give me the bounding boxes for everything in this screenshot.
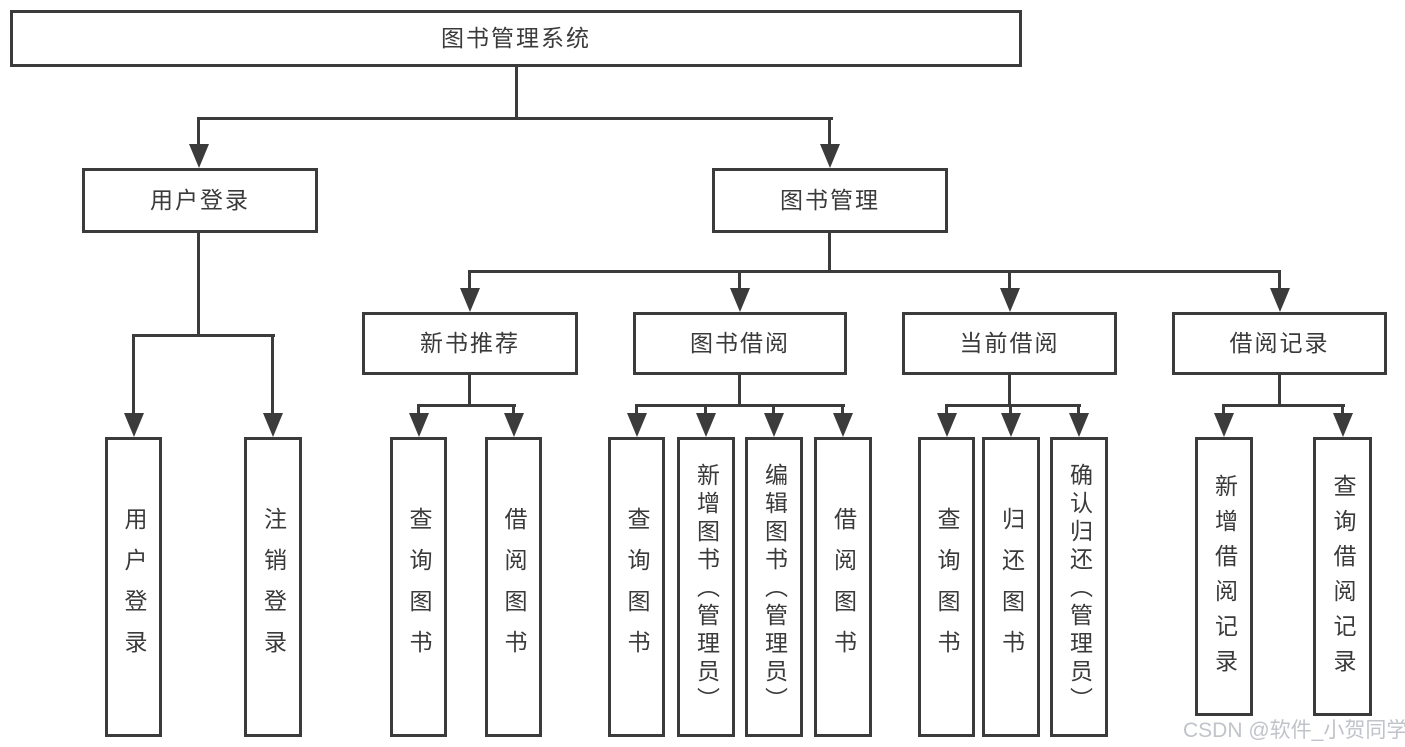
arrowhead-down-icon <box>820 144 840 168</box>
arrowhead-down-icon <box>409 413 429 437</box>
leaf-return-book: 归还图书 <box>982 437 1040 737</box>
node-label: 图书借阅 <box>690 330 790 356</box>
connector-leaf-stem <box>417 407 420 415</box>
leaf-label: 确认归还（管理员） <box>1066 463 1093 715</box>
leaf-label: 归还图书 <box>998 507 1025 671</box>
arrowhead-down-icon <box>189 144 209 168</box>
connector-leaf-stem <box>945 407 948 415</box>
connector-book-management-stem <box>828 118 831 148</box>
arrowhead-down-icon <box>460 288 480 312</box>
arrowhead-down-icon <box>730 288 750 312</box>
arrowhead-down-icon <box>1001 413 1021 437</box>
leaf-borrow-book: 借阅图书 <box>814 437 872 737</box>
node-user-login: 用户登录 <box>82 168 318 233</box>
connector-leaf-stem <box>1341 407 1344 415</box>
node-current-borrow: 当前借阅 <box>902 312 1117 375</box>
node-label: 当前借阅 <box>959 330 1060 356</box>
leaf-label: 查询借阅记录 <box>1330 473 1356 684</box>
connector-leaf-stem <box>772 407 775 415</box>
connector-borrow-record-down <box>1278 375 1281 406</box>
arrowhead-down-icon <box>504 413 524 437</box>
connector-user-login-down <box>197 233 200 336</box>
leaf-label: 注销登录 <box>260 507 287 671</box>
arrowhead-down-icon <box>833 413 853 437</box>
leaf-query-book-recommend: 查询图书 <box>390 437 447 737</box>
leaf-label: 新增借阅记录 <box>1211 473 1238 684</box>
leaf-label: 用户登录 <box>121 507 147 671</box>
node-library-management-system: 图书管理系统 <box>10 10 1022 67</box>
connector-leaf-stem <box>635 407 638 415</box>
arrowhead-down-icon <box>1333 413 1353 437</box>
connector-book-management-down <box>828 233 831 272</box>
arrowhead-down-icon <box>696 413 716 437</box>
connector-book-borrow-horizontal <box>635 404 845 407</box>
node-borrow-record: 借阅记录 <box>1172 312 1387 375</box>
connector-level3-stem <box>1278 273 1281 290</box>
connector-leaf-stem <box>512 407 515 415</box>
leaf-label: 新增图书（管理员） <box>693 463 720 715</box>
arrowhead-down-icon <box>1214 413 1234 437</box>
arrowhead-down-icon <box>937 413 957 437</box>
arrowhead-down-icon <box>1270 288 1290 312</box>
leaf-edit-book-admin: 编辑图书（管理员） <box>745 437 803 737</box>
arrowhead-down-icon <box>263 413 283 437</box>
connector-book-borrow-down <box>738 375 741 406</box>
leaf-label: 查询图书 <box>624 507 650 671</box>
leaf-label: 查询图书 <box>934 507 960 671</box>
arrowhead-down-icon <box>124 413 144 437</box>
arrowhead-down-icon <box>1069 413 1089 437</box>
arrowhead-down-icon <box>764 413 784 437</box>
node-book-management: 图书管理 <box>712 168 948 233</box>
connector-user-login-horizontal <box>132 334 275 337</box>
leaf-query-borrow-record: 查询借阅记录 <box>1313 437 1372 716</box>
connector-leaf-stem <box>1222 407 1225 415</box>
leaf-add-borrow-record: 新增借阅记录 <box>1195 437 1253 716</box>
node-new-book-recommend: 新书推荐 <box>362 312 578 375</box>
arrowhead-down-icon <box>627 413 647 437</box>
leaf-add-book-admin: 新增图书（管理员） <box>677 437 735 737</box>
leaf-logout: 注销登录 <box>244 437 302 737</box>
node-label: 借阅记录 <box>1229 330 1330 356</box>
connector-level3-stem <box>468 273 471 290</box>
leaf-query-book-borrow: 查询图书 <box>608 437 665 737</box>
leaf-borrow-book-recommend: 借阅图书 <box>485 437 542 737</box>
node-label: 图书管理系统 <box>441 25 591 51</box>
connector-leaf-stem <box>132 337 135 415</box>
node-label: 新书推荐 <box>420 330 520 356</box>
connector-level3-stem <box>1008 273 1011 290</box>
connector-root-stem <box>515 67 518 118</box>
csdn-watermark: CSDN @软件_小贺同学 <box>1183 719 1405 742</box>
leaf-label: 借阅图书 <box>501 507 527 671</box>
node-label: 图书管理 <box>780 187 880 213</box>
connector-leaf-stem <box>1009 407 1012 415</box>
connector-current-borrow-horizontal <box>945 404 1081 407</box>
leaf-query-book-current: 查询图书 <box>918 437 975 737</box>
arrowhead-down-icon <box>1000 288 1020 312</box>
leaf-confirm-return-admin: 确认归还（管理员） <box>1050 437 1108 737</box>
leaf-user-login: 用户登录 <box>105 437 162 737</box>
connector-leaf-stem <box>1077 407 1080 415</box>
connector-leaf-stem <box>841 407 844 415</box>
connector-leaf-stem <box>271 337 274 415</box>
connector-current-borrow-down <box>1008 375 1011 406</box>
connector-level3-horizontal <box>468 270 1281 273</box>
connector-level3-stem <box>738 273 741 290</box>
connector-level1-horizontal <box>197 117 833 120</box>
leaf-label: 借阅图书 <box>830 507 857 671</box>
node-book-borrow: 图书借阅 <box>633 312 847 375</box>
connector-leaf-stem <box>704 407 707 415</box>
connector-borrow-record-horizontal <box>1222 404 1345 407</box>
connector-new-book-horizontal <box>417 404 516 407</box>
connector-user-login-stem <box>197 118 200 148</box>
leaf-label: 编辑图书（管理员） <box>761 463 788 715</box>
node-label: 用户登录 <box>150 187 250 213</box>
leaf-label: 查询图书 <box>406 507 432 671</box>
connector-new-book-down <box>468 375 471 406</box>
